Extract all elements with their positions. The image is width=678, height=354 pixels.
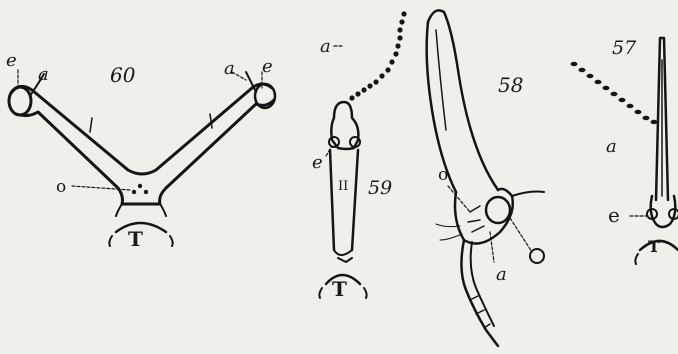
fig59-label-T: T bbox=[332, 277, 347, 301]
fig60-label-e-right: e bbox=[262, 56, 273, 77]
fig60-label-T: T bbox=[128, 227, 143, 251]
fig59-label-segment: II bbox=[338, 179, 348, 194]
fig57-label-a: a bbox=[606, 136, 617, 157]
fig58-label-o: o bbox=[438, 165, 448, 185]
fig60-label-a-left: a bbox=[38, 64, 49, 85]
fig59-label-e: e bbox=[312, 152, 323, 173]
fig60-label-a-right: a bbox=[224, 58, 235, 79]
fig60-label-e-left: e bbox=[6, 50, 17, 71]
fig58-number: 58 bbox=[498, 73, 523, 97]
fig57-label-T: T bbox=[648, 237, 660, 256]
fig57-label-e: e bbox=[608, 203, 620, 227]
fig59-number: 59 bbox=[368, 177, 392, 199]
fig58-label-a: a bbox=[496, 264, 507, 285]
fig59-label-a: a bbox=[320, 36, 331, 57]
fig57-number: 57 bbox=[612, 37, 637, 59]
fig60-label-o: o bbox=[56, 177, 66, 197]
fig60-number: 60 bbox=[110, 63, 136, 87]
